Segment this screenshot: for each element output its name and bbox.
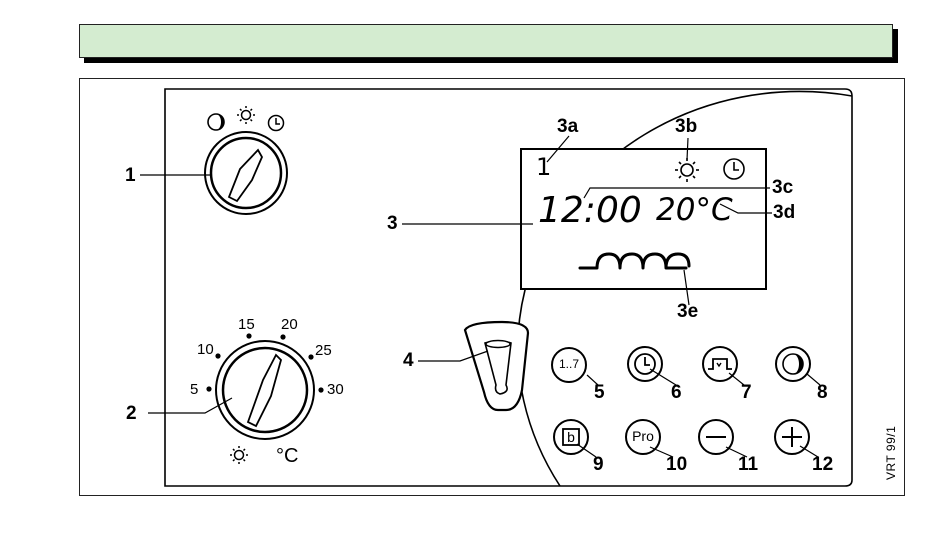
- night-button[interactable]: [776, 347, 810, 381]
- b-button-label: b: [565, 430, 577, 444]
- callout-2: 2: [126, 404, 137, 423]
- callout-11: 11: [738, 455, 758, 474]
- scale-label: 10: [197, 342, 214, 357]
- callout-3: 3: [387, 214, 398, 233]
- days-button-label: 1..7: [555, 358, 583, 370]
- callout-3b: 3b: [675, 117, 697, 136]
- callout-3d: 3d: [773, 203, 795, 222]
- switch-icon[interactable]: [465, 322, 528, 410]
- scale-label: 15: [238, 317, 255, 332]
- clock-button[interactable]: [628, 347, 662, 381]
- minus-icon[interactable]: [699, 420, 733, 454]
- pro-button-label: Pro: [630, 429, 656, 443]
- sun-icon: [230, 446, 248, 464]
- unit-label: °C: [276, 446, 298, 466]
- callout-3c: 3c: [772, 178, 793, 197]
- callout-4: 4: [403, 351, 414, 370]
- scale-label: 30: [327, 382, 344, 397]
- mode-dial[interactable]: [205, 132, 287, 214]
- reference-code: VRT 99/1: [884, 426, 898, 480]
- sun-icon: [237, 106, 255, 124]
- scale-label: 20: [281, 317, 298, 332]
- moon-icon: [208, 114, 224, 130]
- callout-12: 12: [812, 455, 833, 474]
- callout-10: 10: [666, 455, 687, 474]
- callout-5: 5: [594, 383, 605, 402]
- temperature-dial[interactable]: [216, 341, 314, 439]
- scale-label: 25: [315, 343, 332, 358]
- lcd-time: 12:00: [538, 193, 642, 229]
- callout-1: 1: [125, 166, 136, 185]
- callout-7: 7: [741, 383, 752, 402]
- callout-6: 6: [671, 383, 682, 402]
- callout-8: 8: [817, 383, 828, 402]
- callout-3e: 3e: [677, 302, 698, 321]
- clock-icon: [269, 116, 284, 131]
- lcd-day: 1: [536, 155, 551, 179]
- callout-9: 9: [593, 455, 604, 474]
- lcd-temperature: 20°C: [656, 195, 733, 226]
- scale-label: 5: [190, 382, 198, 397]
- callout-3a: 3a: [557, 117, 578, 136]
